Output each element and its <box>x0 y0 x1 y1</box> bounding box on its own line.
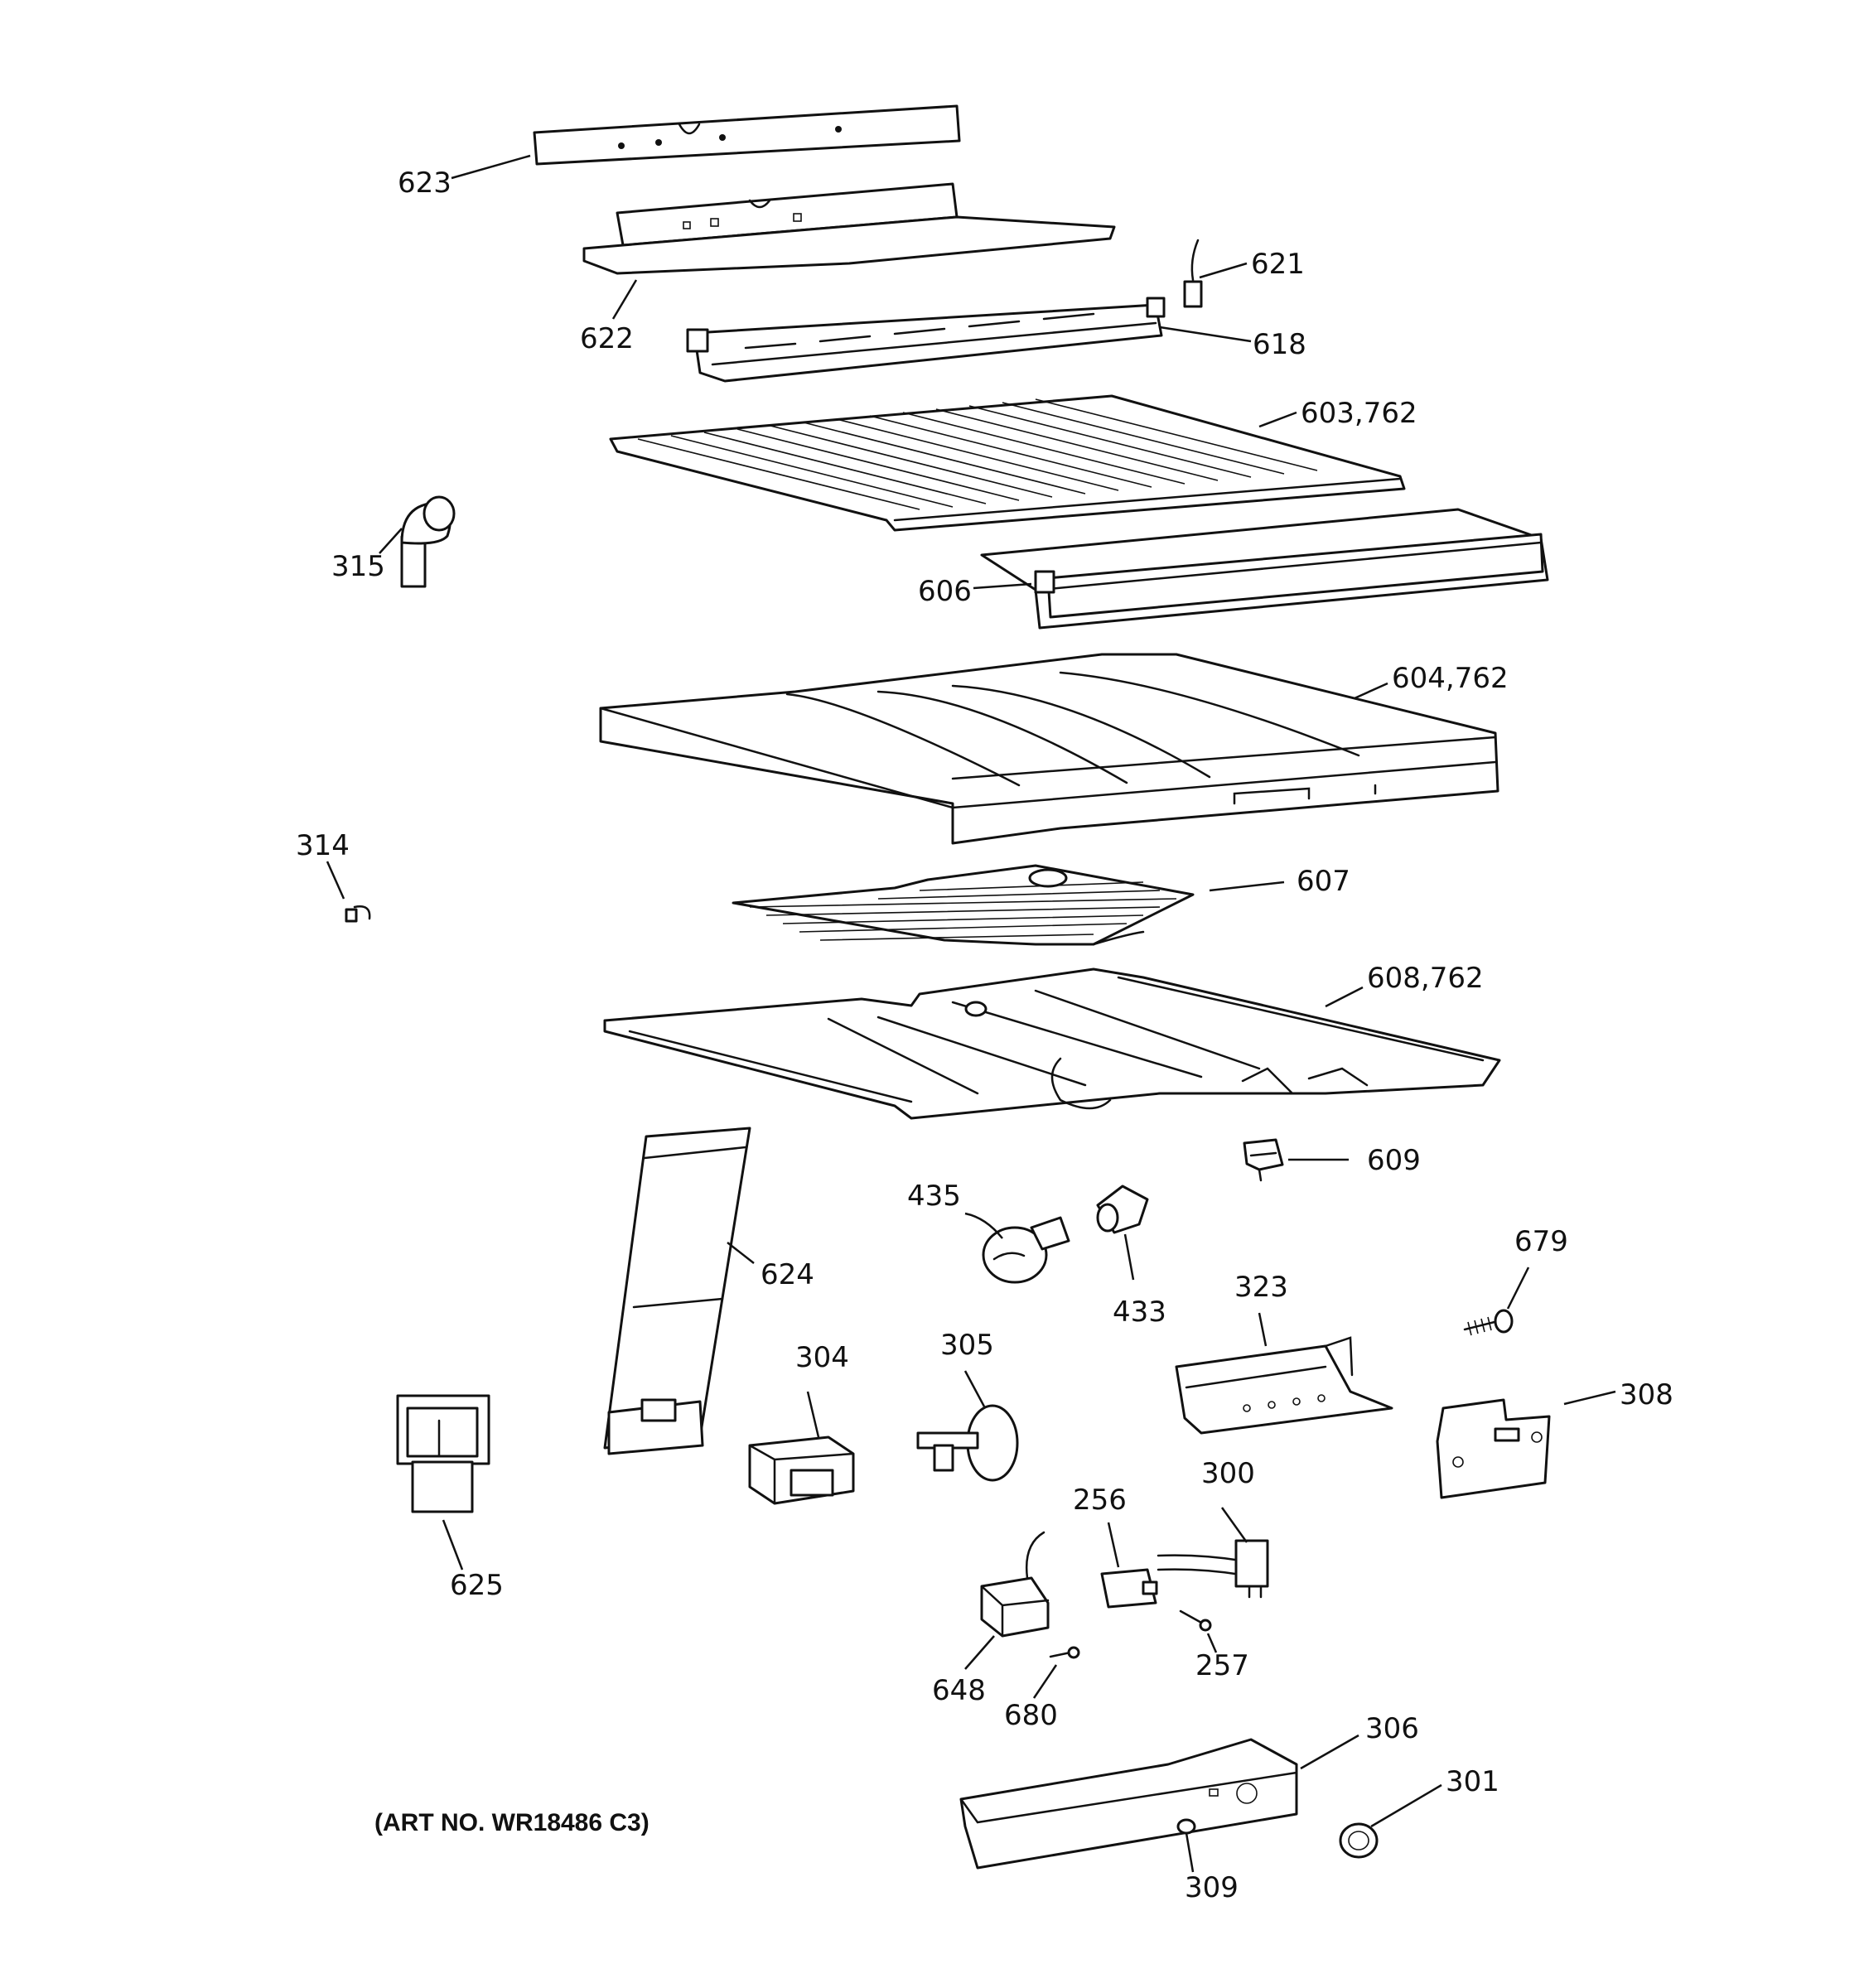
callout-301: 301 <box>1446 1765 1499 1798</box>
part-604-shelf-frame <box>599 653 1499 845</box>
part-603-shelf <box>609 394 1406 532</box>
part-679-screw <box>1463 1309 1514 1336</box>
callout-603: 603,762 <box>1301 397 1417 430</box>
part-256-switch <box>1100 1568 1158 1609</box>
callout-309: 309 <box>1185 1871 1239 1904</box>
part-622-cover <box>582 182 1116 275</box>
part-606-pan <box>980 508 1549 630</box>
callout-608: 608,762 <box>1367 962 1484 995</box>
callout-300: 300 <box>1201 1457 1255 1490</box>
part-608-pan <box>603 967 1501 1120</box>
callout-257: 257 <box>1195 1649 1249 1682</box>
art-number: (ART NO. WR18486 C3) <box>374 1809 650 1836</box>
callout-609: 609 <box>1367 1144 1421 1177</box>
callout-305: 305 <box>940 1329 994 1362</box>
part-609-bracket <box>1243 1138 1284 1182</box>
part-314-clip <box>345 905 371 923</box>
part-315-tube <box>400 495 489 1203</box>
part-306-bracket <box>959 1738 1298 1870</box>
part-648-timer <box>980 1531 1050 1638</box>
part-323-bracket <box>1175 1336 1393 1435</box>
callout-labels: 623 622 621 618 603,762 606 315 604,762 … <box>296 166 1673 1904</box>
part-301-knob <box>1339 1822 1379 1859</box>
part-309-screw <box>1176 1818 1196 1835</box>
callout-607: 607 <box>1297 865 1350 898</box>
callout-623: 623 <box>398 166 452 200</box>
part-618-rail <box>686 297 1166 383</box>
part-607-filter <box>732 864 1195 946</box>
part-304-housing <box>748 1436 855 1505</box>
callout-621: 621 <box>1251 248 1305 281</box>
part-308-plate <box>1436 1398 1551 1499</box>
part-624-panel <box>603 1127 751 1455</box>
callout-679: 679 <box>1514 1225 1568 1258</box>
part-300-switch <box>1157 1539 1269 1599</box>
callout-625: 625 <box>450 1569 504 1602</box>
callout-604: 604,762 <box>1392 662 1509 695</box>
callout-622: 622 <box>580 322 634 355</box>
callout-433: 433 <box>1113 1296 1166 1329</box>
callout-315: 315 <box>331 550 385 583</box>
callout-314: 314 <box>296 829 350 862</box>
callout-306: 306 <box>1365 1712 1419 1745</box>
callout-624: 624 <box>761 1258 814 1291</box>
callout-304: 304 <box>795 1341 849 1374</box>
part-435-bulb <box>982 1216 1070 1284</box>
part-680-screw <box>1049 1646 1080 1659</box>
part-625-housing <box>396 1394 490 1513</box>
part-621-wire <box>1183 239 1203 308</box>
callout-256: 256 <box>1073 1484 1127 1517</box>
callout-435: 435 <box>907 1180 961 1213</box>
callout-648: 648 <box>932 1674 986 1707</box>
part-623-bracket <box>533 104 961 166</box>
callout-606: 606 <box>918 575 972 608</box>
part-305-knob <box>916 1404 1019 1482</box>
callout-618: 618 <box>1253 328 1306 361</box>
part-433-socket <box>1096 1185 1149 1234</box>
callout-680: 680 <box>1004 1699 1058 1732</box>
leader-lines <box>326 154 1616 1873</box>
callout-308: 308 <box>1620 1378 1673 1411</box>
callout-323: 323 <box>1234 1271 1288 1304</box>
part-257-screw <box>1179 1609 1212 1632</box>
